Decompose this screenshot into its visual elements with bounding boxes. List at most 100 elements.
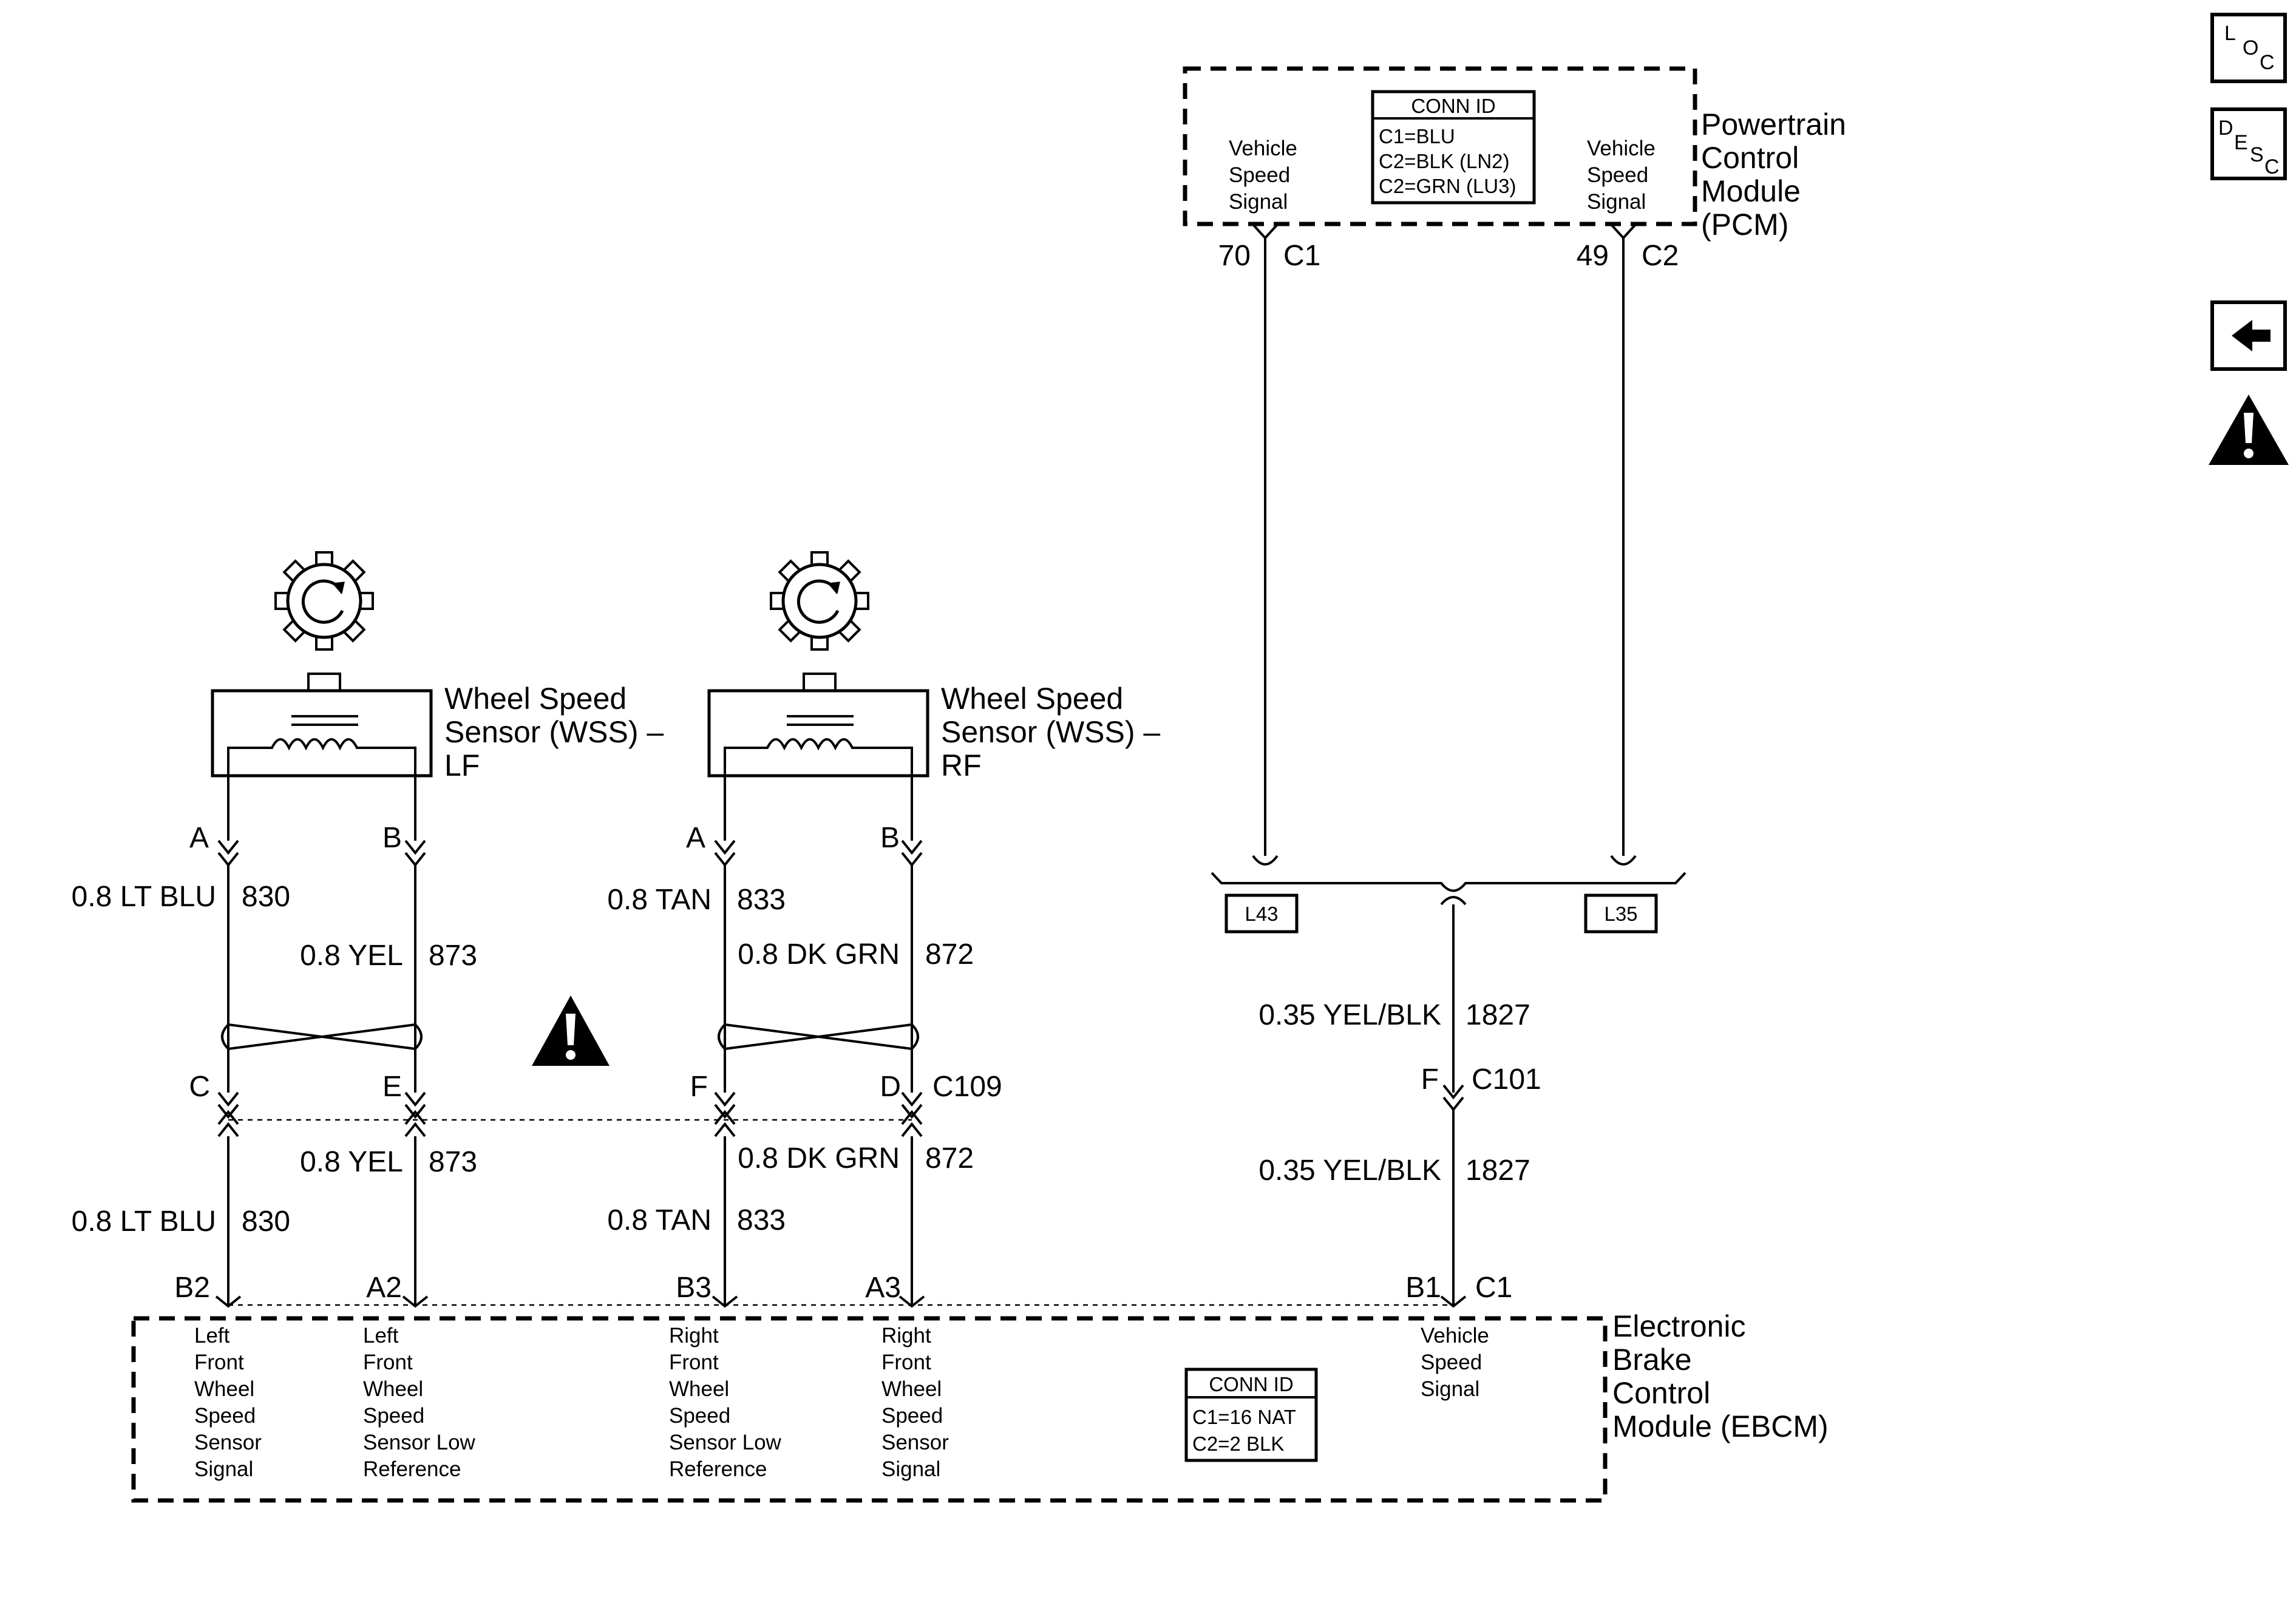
option-label-l35: L35: [1604, 903, 1637, 925]
ebcm-vss-line-1: Vehicle: [1421, 1324, 1489, 1348]
ebcm-name-line-3: Control: [1612, 1376, 1710, 1410]
ebcm-lf-low-line-5: Sensor Low: [363, 1431, 476, 1454]
ebcm-input-rf-low: Right Front Wheel Speed Sensor Low Refer…: [669, 1324, 782, 1481]
ebcm-module[interactable]: Electronic Brake Control Module (EBCM) L…: [131, 1309, 1829, 1503]
wss-pin-terminals: [217, 839, 923, 867]
pcm-right-signal-line-1: Vehicle: [1587, 137, 1656, 160]
c101-pin-f: F: [1421, 1063, 1439, 1096]
ebcm-pin-terminals: [215, 1295, 1467, 1308]
option-label-l43: L43: [1245, 903, 1278, 925]
option-splice: L43 L35: [1211, 872, 1686, 1093]
rf-a-lower-circuit: 833: [737, 1204, 786, 1236]
pcm-name-line-4: (PCM): [1701, 208, 1788, 242]
pcm-left-signal-line-3: Signal: [1229, 190, 1288, 214]
c101-name: C101: [1472, 1063, 1541, 1096]
ebcm-conn-id-line-1: C1=16 NAT: [1192, 1406, 1296, 1428]
vss-lower-circuit: 1827: [1466, 1154, 1530, 1187]
pcm-pin-49: 49: [1577, 240, 1609, 272]
back-button[interactable]: [2210, 300, 2287, 371]
ebcm-rf-low-line-1: Right: [669, 1324, 719, 1348]
pcm-pin-49-terminal: [1610, 223, 1637, 240]
ebcm-pin-a3: A3: [865, 1272, 901, 1304]
pcm-left-signal-line-2: Speed: [1229, 163, 1290, 187]
ebcm-name-line-1: Electronic: [1612, 1309, 1746, 1343]
wss-lf-pin-b: B: [382, 822, 402, 854]
desc-button[interactable]: D E S C: [2210, 107, 2287, 180]
ebcm-lf-signal-line-3: Wheel: [194, 1377, 254, 1401]
lf-a-lower-circuit: 830: [242, 1205, 290, 1238]
ebcm-conn-c1: C1: [1475, 1272, 1512, 1304]
ebcm-rf-signal-line-4: Speed: [881, 1404, 943, 1428]
loc-button[interactable]: L O C: [2210, 13, 2287, 83]
ebcm-lf-signal-line-6: Signal: [194, 1457, 253, 1481]
twisted-pair-rf: [718, 1023, 919, 1051]
wss-rf[interactable]: Wheel Speed Sensor (WSS) – RF: [707, 551, 1160, 782]
lf-b-lower-wire-color: 0.8 YEL: [300, 1146, 403, 1178]
c109-pin-e: E: [382, 1071, 402, 1103]
ebcm-lf-low-line-1: Left: [363, 1324, 399, 1348]
wss-lf-body: [211, 689, 433, 778]
pcm-conn-id-line-3: C2=GRN (LU3): [1379, 175, 1516, 197]
option-box-l43: [1224, 893, 1299, 934]
rf-b-upper-circuit: 872: [925, 938, 974, 971]
rf-b-lower-circuit: 872: [925, 1142, 974, 1175]
lf-b-upper-wire-color: 0.8 YEL: [300, 940, 403, 972]
pcm-conn-c2: C2: [1642, 240, 1679, 272]
ebcm-input-rf-signal: Right Front Wheel Speed Sensor Signal: [881, 1324, 949, 1481]
wss-lf-mount: [307, 673, 341, 692]
pcm-pin-70: 70: [1218, 240, 1251, 272]
wss-lf[interactable]: Wheel Speed Sensor (WSS) – LF: [211, 551, 664, 782]
pcm-name-line-2: Control: [1701, 141, 1799, 175]
pcm-name-line-3: Module: [1701, 174, 1801, 208]
lf-b-lower-circuit: 873: [429, 1146, 477, 1178]
vss-upper-circuit: 1827: [1466, 999, 1530, 1031]
ebcm-rf-low-line-6: Reference: [669, 1457, 767, 1481]
warning-icon: [532, 995, 610, 1066]
ebcm-lf-signal-line-4: Speed: [194, 1404, 256, 1428]
ebcm-conn-id-line-2: C2=2 BLK: [1192, 1432, 1284, 1455]
wss-rf-body: [707, 689, 929, 778]
rf-b-lower-wire-color: 0.8 DK GRN: [738, 1142, 900, 1175]
ebcm-rf-signal-line-1: Right: [881, 1324, 931, 1348]
loc-letter-o: O: [2243, 36, 2258, 59]
wss-rf-name-line-3: RF: [941, 748, 982, 782]
pcm-wire-c2-break: [1610, 855, 1637, 866]
wss-rf-name-line-2: Sensor (WSS) –: [941, 715, 1160, 749]
coil-icon: [724, 715, 913, 776]
ebcm-pin-a2: A2: [366, 1272, 402, 1304]
rf-a-upper-circuit: 833: [737, 884, 786, 916]
pcm-right-signal-line-3: Signal: [1587, 190, 1646, 214]
ebcm-vss-line-3: Signal: [1421, 1377, 1479, 1401]
ebcm-rf-low-line-3: Wheel: [669, 1377, 729, 1401]
lf-a-upper-circuit: 830: [242, 881, 290, 913]
pcm-module[interactable]: Powertrain Control Module (PCM) Vehicle …: [1183, 66, 1846, 242]
ebcm-name-line-2: Brake: [1612, 1343, 1692, 1377]
wss-lf-name-line-3: LF: [444, 748, 480, 782]
ebcm-rf-signal-line-5: Sensor: [881, 1431, 949, 1454]
ebcm-pin-b3: B3: [676, 1272, 712, 1304]
desc-letter-e: E: [2234, 131, 2248, 154]
c109-connector[interactable]: C E F D C109: [189, 1071, 1002, 1137]
ebcm-conn-id-header: CONN ID: [1209, 1373, 1293, 1395]
ebcm-pin-b2: B2: [174, 1272, 210, 1304]
ebcm-lf-low-line-3: Wheel: [363, 1377, 423, 1401]
coil-icon: [227, 715, 416, 776]
warning-icon: [2209, 395, 2289, 465]
vss-lower-wire-color: 0.35 YEL/BLK: [1258, 1154, 1441, 1187]
left-arrow-icon: [2232, 320, 2271, 351]
ebcm-lf-signal-line-5: Sensor: [194, 1431, 262, 1454]
c109-pin-d: D: [880, 1071, 901, 1103]
ebcm-rf-signal-line-6: Signal: [881, 1457, 940, 1481]
warning-button[interactable]: [2209, 395, 2289, 465]
wss-rf-pin-a: A: [686, 822, 705, 854]
pcm-pin-70-terminal: [1252, 223, 1279, 240]
gear-icon: [770, 551, 869, 651]
ebcm-rf-low-line-4: Speed: [669, 1404, 730, 1428]
ebcm-pin-b1: B1: [1405, 1272, 1441, 1304]
pcm-left-signal-line-1: Vehicle: [1229, 137, 1297, 160]
rf-a-lower-wire-color: 0.8 TAN: [607, 1204, 712, 1236]
pcm-right-signal-line-2: Speed: [1587, 163, 1648, 187]
desc-letter-c: C: [2264, 155, 2280, 178]
desc-letter-d: D: [2218, 117, 2233, 140]
